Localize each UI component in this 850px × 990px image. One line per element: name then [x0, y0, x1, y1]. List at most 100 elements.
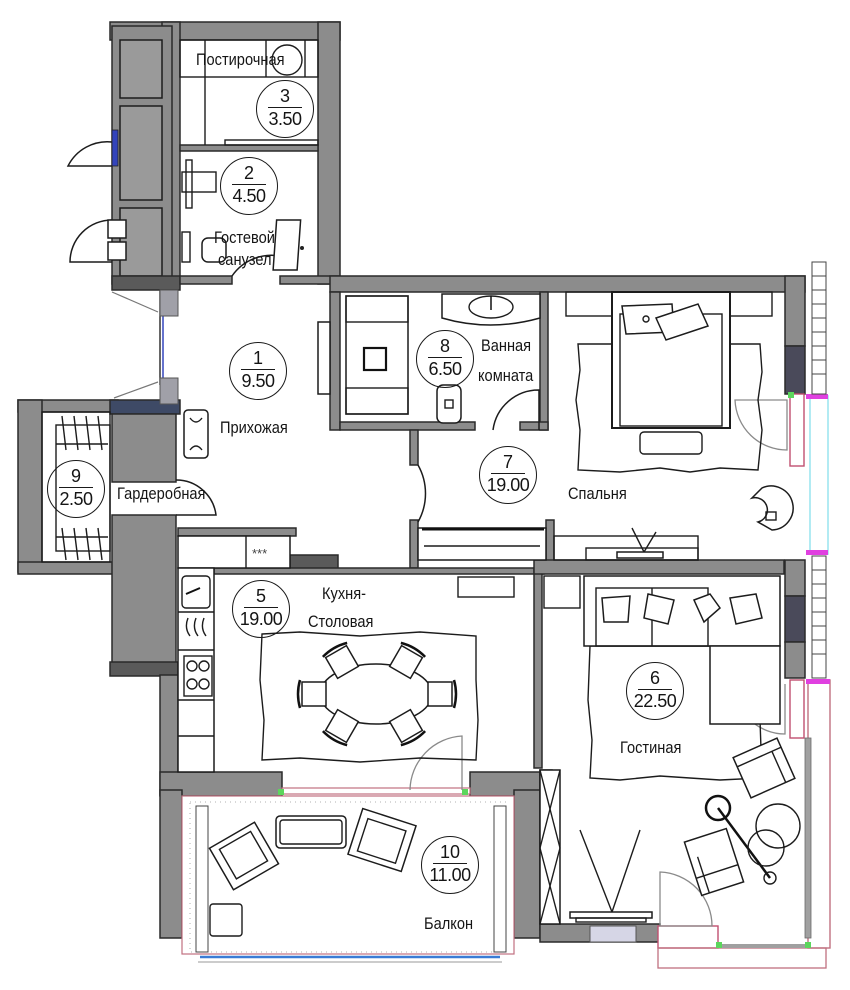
radiator-right-upper	[811, 261, 827, 395]
room-9-tag: 9 2.50	[47, 460, 105, 518]
wall-corridor-stub	[409, 429, 419, 466]
cabinet-1	[119, 39, 163, 99]
wardrobe-door[interactable]	[175, 479, 217, 516]
dining-set	[259, 631, 479, 763]
bathroom-door[interactable]	[492, 389, 540, 431]
radiator-right-middle	[811, 555, 827, 679]
room-6-area: 22.50	[633, 691, 677, 712]
divider	[433, 863, 467, 865]
wall-bath-right	[539, 291, 549, 431]
living-furniture	[539, 575, 801, 925]
room-6-number: 6	[649, 668, 660, 688]
kitchen-cabinet	[457, 576, 515, 598]
entry-door-upper[interactable]	[66, 129, 119, 167]
room-9-name: Гардеробная	[117, 484, 206, 503]
room-1-area: 9.50	[241, 371, 275, 392]
wall-living-right-upper	[784, 559, 806, 597]
room-3-name: Постирочная	[196, 50, 285, 69]
wall-balcony-left	[159, 789, 183, 939]
room-8-name-line2: комната	[478, 366, 534, 385]
divider	[428, 357, 462, 359]
wall-bath-left	[329, 291, 341, 431]
living-bottom-glazing	[657, 925, 827, 969]
room-8-number: 8	[439, 336, 450, 356]
room-9-area: 2.50	[59, 489, 93, 510]
wall-kitchen-top-inner	[213, 567, 545, 575]
wall-hatch-panel	[589, 925, 637, 943]
room-2-name-line2: санузел	[218, 250, 272, 269]
room-7-number: 7	[502, 452, 513, 472]
wall-living-right-lower	[784, 641, 806, 679]
wall-bath-bottom-right	[519, 421, 549, 431]
wall-laundry-wc	[179, 144, 319, 152]
room-5-name-line1: Кухня-	[322, 584, 367, 603]
divider	[59, 487, 93, 489]
room-10-area: 11.00	[429, 865, 471, 886]
divider	[232, 184, 266, 186]
balcony-door[interactable]	[409, 735, 463, 791]
room-5-name-line2: Столовая	[308, 612, 374, 631]
wall-wardrobe-left-outer	[17, 399, 43, 573]
divider	[638, 689, 672, 691]
room-2-tag: 2 4.50	[220, 157, 278, 215]
room-5-tag: 5 19.00	[232, 580, 290, 638]
room-2-number: 2	[243, 163, 254, 183]
room-3-number: 3	[279, 86, 290, 106]
fridge-symbol: ***	[252, 546, 267, 561]
room-1-tag: 1 9.50	[229, 342, 287, 400]
room-8-name-line1: Ванная	[481, 336, 532, 355]
bedroom-window	[788, 392, 829, 555]
hall-cabinet-upper	[111, 413, 177, 483]
room-6-name: Гостиная	[620, 738, 682, 757]
room-9-number: 9	[70, 466, 81, 486]
room-3-area: 3.50	[268, 109, 302, 130]
room-6-tag: 6 22.50	[626, 662, 684, 720]
wall-living-right-dark	[784, 595, 806, 643]
bathroom-fixtures	[317, 293, 541, 424]
wall-bedroom-right-dark	[784, 345, 806, 395]
room-1-name: Прихожая	[220, 418, 288, 437]
wall-entry-lintel	[111, 275, 181, 291]
laundry-furniture	[179, 39, 319, 146]
room-8-tag: 8 6.50	[416, 330, 474, 388]
room-1-number: 1	[252, 348, 263, 368]
wall-kitchen-top	[177, 527, 297, 537]
divider	[244, 607, 278, 609]
divider	[241, 369, 275, 371]
room-5-area: 19.00	[239, 609, 283, 630]
wall-top-bedroom	[329, 275, 806, 293]
wall-right-laundry	[317, 21, 341, 285]
entry-glazed-door[interactable]	[111, 289, 179, 405]
bedroom-furniture	[417, 291, 794, 561]
balcony-furniture	[208, 807, 417, 937]
room-3-tag: 3 3.50	[256, 80, 314, 138]
divider	[491, 473, 525, 475]
wall-kitchen-living	[533, 567, 543, 769]
wall-wc-bottom-left	[179, 275, 233, 285]
guest-wc-fixtures	[181, 159, 304, 271]
room-10-tag: 10 11.00	[421, 836, 479, 894]
hall-cabinet-lower	[111, 514, 177, 676]
entry-door-lower[interactable]	[69, 219, 127, 263]
divider	[268, 107, 302, 109]
wall-wardrobe-left	[409, 519, 419, 569]
room-2-area: 4.50	[232, 186, 266, 207]
cabinet-2	[119, 105, 163, 201]
bedroom-window-sash	[734, 399, 788, 451]
room-8-area: 6.50	[428, 359, 462, 380]
wall-wardrobe-bottom	[17, 561, 119, 575]
room-5-number: 5	[255, 586, 266, 606]
bedroom-door[interactable]	[417, 464, 427, 523]
room-7-tag: 7 19.00	[479, 446, 537, 504]
kitchen-counter	[177, 535, 291, 773]
wall-kitchen-lintel	[109, 661, 179, 677]
room-7-area: 19.00	[486, 475, 530, 496]
wall-bath-bottom	[339, 421, 476, 431]
room-7-name: Спальня	[568, 484, 627, 503]
wall-bedroom-right-upper	[784, 275, 806, 347]
room-10-name: Балкон	[424, 914, 474, 933]
room-10-number: 10	[439, 842, 461, 862]
hallway-pouf	[183, 409, 209, 459]
room-2-name-line1: Гостевой	[214, 228, 275, 247]
